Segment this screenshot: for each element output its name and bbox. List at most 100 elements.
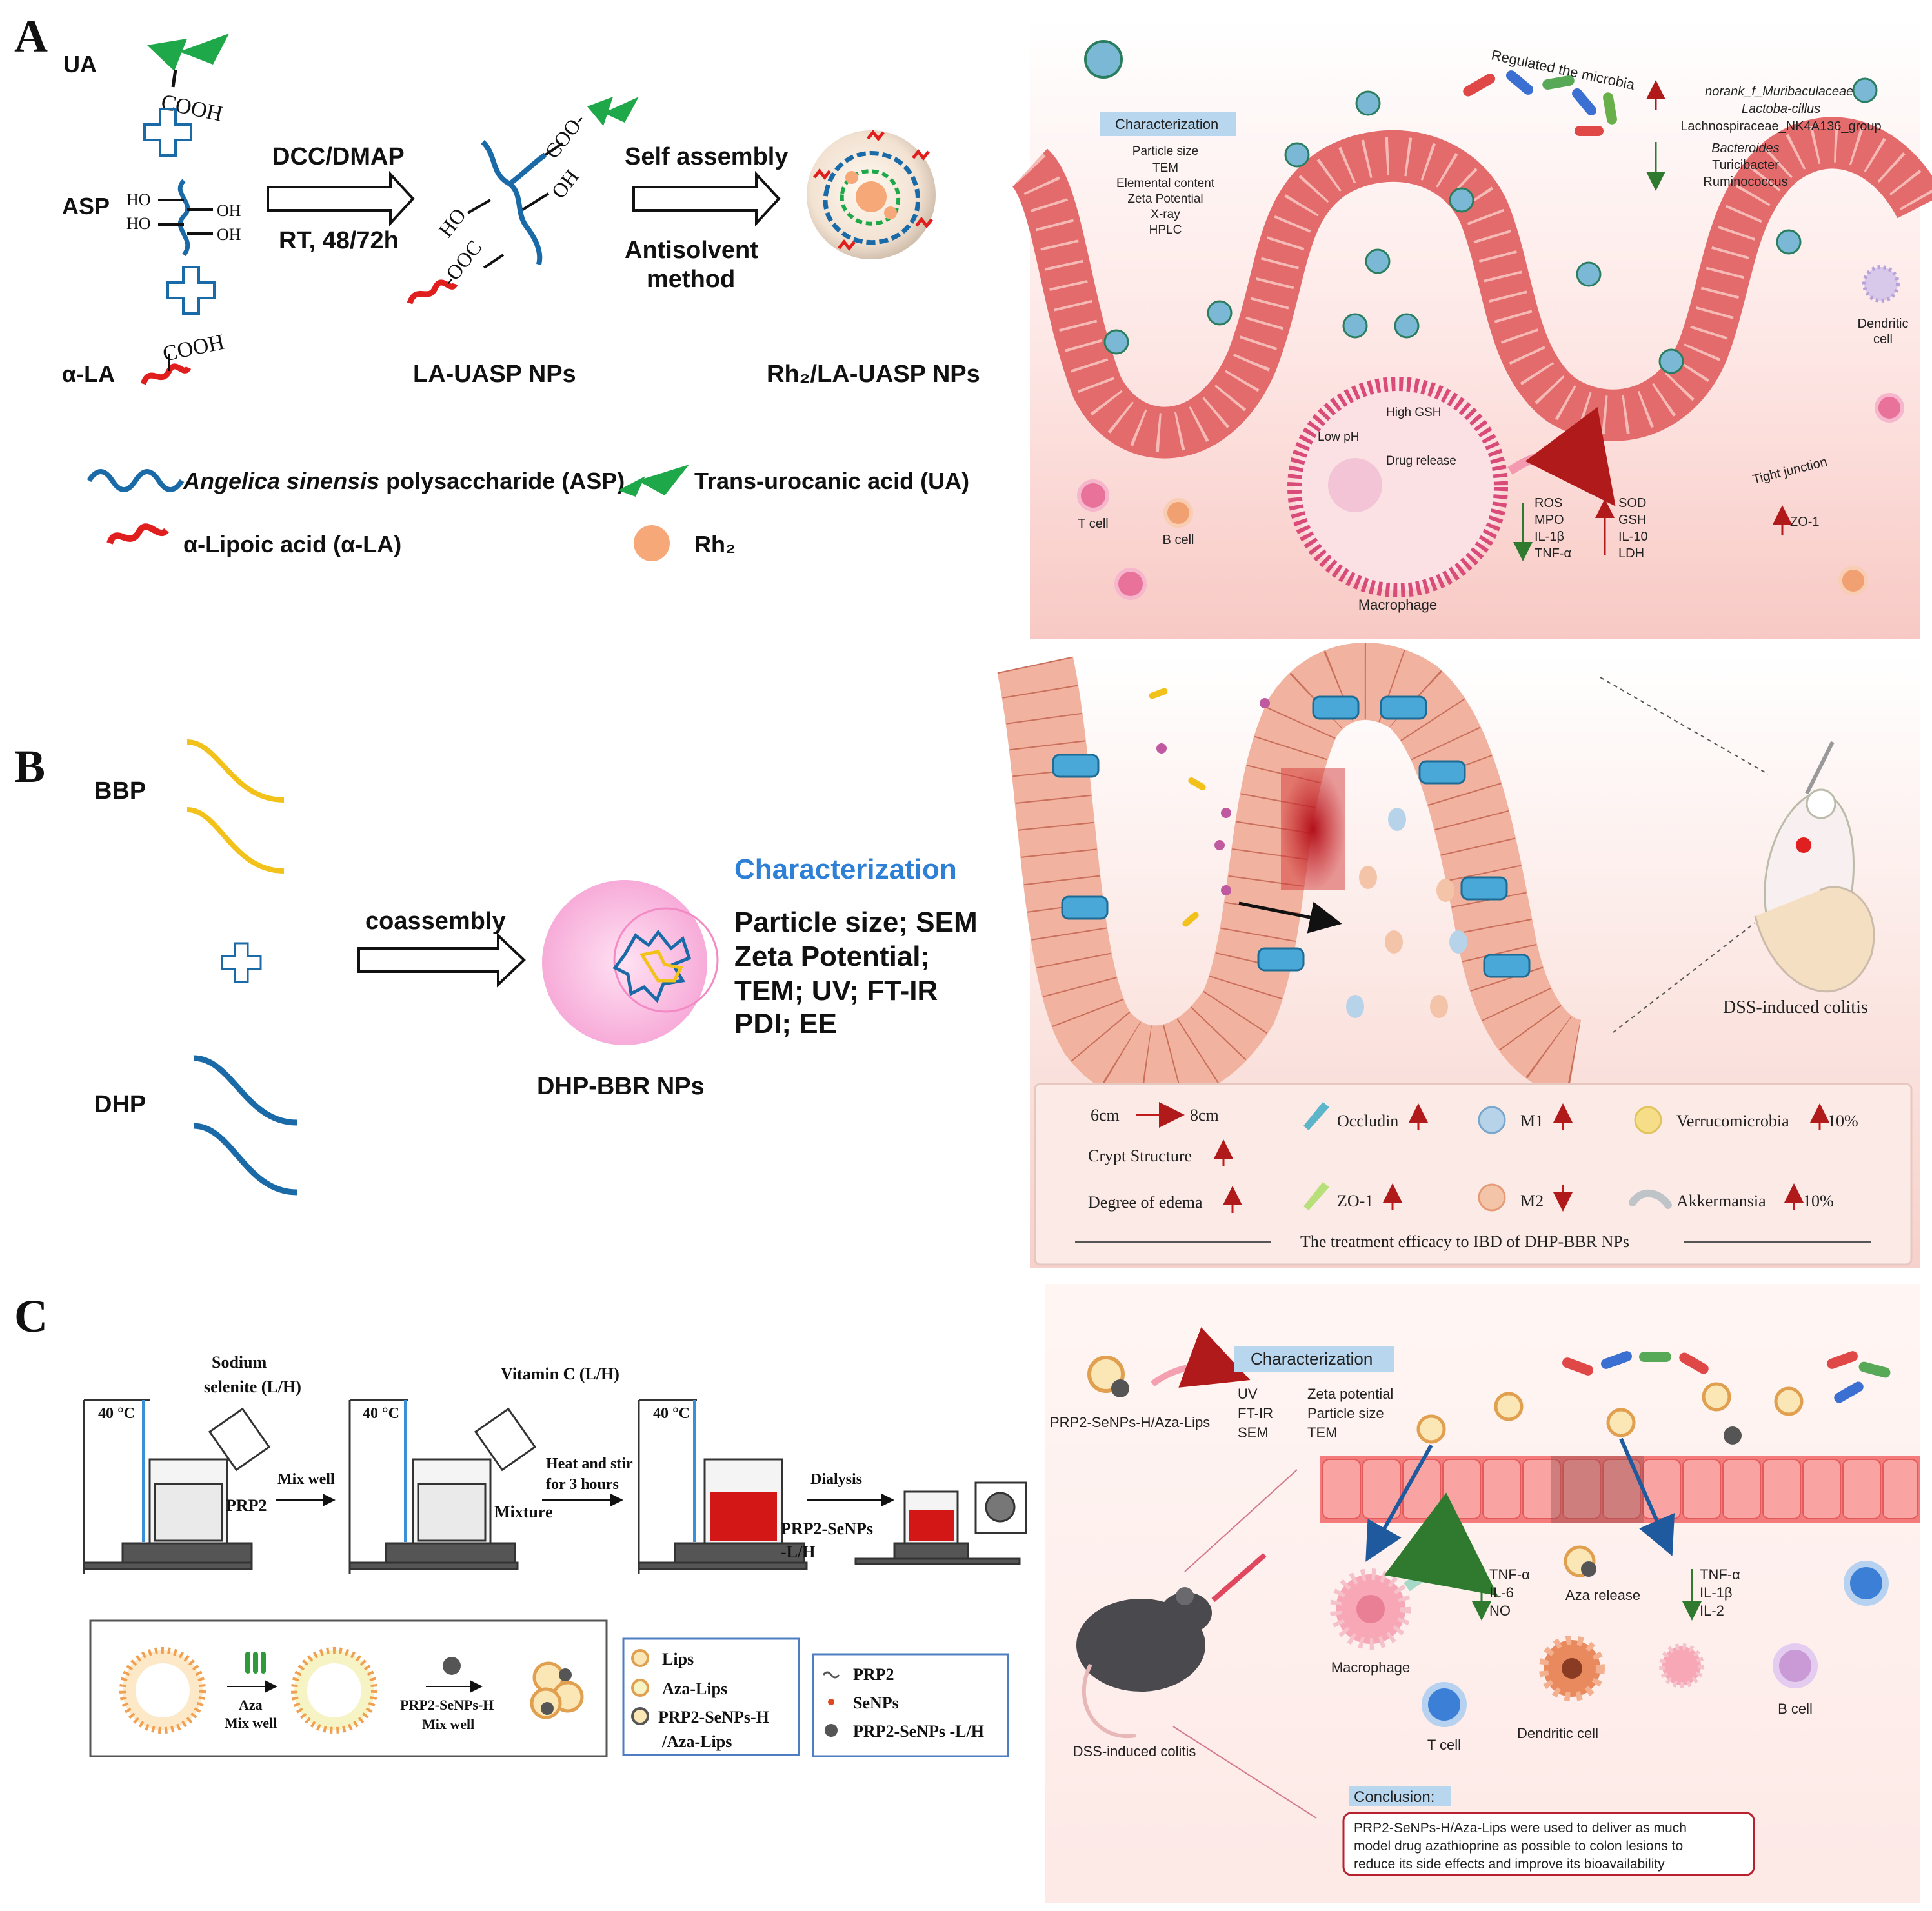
marker: TNF-α — [1700, 1566, 1740, 1583]
dendritic-label-c: Dendritic cell — [1517, 1725, 1598, 1741]
legend-prp2lh-icon — [825, 1724, 838, 1737]
struct-coo: COO- — [540, 109, 590, 163]
macrophage-icon-c — [1330, 1568, 1411, 1650]
efficacy-caption: The treatment efficacy to IBD of DHP-BBR… — [1300, 1232, 1629, 1251]
legend-prp2-label: PRP2 — [853, 1665, 894, 1684]
marker: MPO — [1535, 513, 1564, 527]
char-item: X-ray — [1151, 208, 1180, 221]
ala-label: α-LA — [62, 361, 115, 387]
markers1-list: TNF-α IL-6 NO — [1489, 1566, 1530, 1619]
asp-ho1: HO — [126, 190, 151, 209]
conclusion-box — [1342, 1812, 1755, 1876]
char-item: Particle size — [1132, 145, 1198, 158]
characterization-title-c: Characterization — [1251, 1349, 1373, 1368]
inflamed-region — [1281, 768, 1345, 890]
loaded-liposome-cluster-icon — [530, 1661, 584, 1719]
characterization-box-c — [1234, 1346, 1394, 1372]
marker: ROS — [1535, 496, 1562, 510]
marker: TNF-α — [1489, 1566, 1530, 1583]
m2-label: M2 — [1520, 1192, 1544, 1210]
legend-prp2h-label-1: PRP2-SeNPs-H — [658, 1708, 769, 1726]
mouse-injection-icon — [1754, 741, 1875, 993]
m2-macrophage-icon — [1478, 1183, 1506, 1212]
marker: IL-2 — [1700, 1603, 1724, 1619]
legend-lips-icon — [631, 1649, 649, 1667]
b-cell-icon-c — [1773, 1643, 1818, 1688]
conclusion-text: PRP2-SeNPs-H/Aza-Lips were used to deliv… — [1354, 1821, 1687, 1872]
macrophage-label-c: Macrophage — [1331, 1659, 1410, 1676]
aza-drug-icon — [245, 1652, 266, 1674]
panel-a-scheme: A UA COOH ASP HO HO OH OH α-LA COOH DCC/… — [14, 10, 980, 561]
char-line: TEM; UV; FT-IR — [734, 975, 938, 1006]
asp-ho2: HO — [126, 214, 151, 233]
conclusion-line: PRP2-SeNPs-H/Aza-Lips were used to deliv… — [1354, 1821, 1687, 1836]
microbia-up-list: norank_f_Muribaculaceae, Lactoba-cillus … — [1680, 85, 1881, 134]
legend-ua-icon — [618, 465, 689, 497]
panel-c-scheme: C Sodium selenite (L/H) 40 °C PRP2 Mix w… — [14, 1290, 1027, 1757]
efficacy-box — [1034, 1083, 1913, 1266]
legend-asp-italic: Angelica sinensis — [183, 468, 379, 494]
characterization-title-a: Characterization — [1115, 116, 1218, 132]
microbe-down: Ruminococcus — [1703, 175, 1787, 189]
mixture-label: Mixture — [494, 1503, 553, 1521]
legend-aza-lips-icon — [631, 1679, 649, 1697]
char-line: Zeta Potential; — [734, 941, 930, 972]
panel-c-letter: C — [14, 1290, 48, 1342]
zo1-label-b: ZO-1 — [1337, 1192, 1373, 1210]
cytokine-arrow — [1384, 1492, 1498, 1596]
edema-label: Degree of edema — [1088, 1193, 1203, 1212]
char-item: SEM — [1238, 1425, 1269, 1441]
dendritic-cell-icon — [1862, 265, 1900, 303]
asp-chain — [177, 179, 190, 257]
reaction-arrow-1 — [267, 170, 415, 227]
marker: SOD — [1618, 496, 1646, 510]
bacteria-cluster-a — [1463, 70, 1617, 136]
sodium-label-1: Sodium — [212, 1353, 267, 1372]
empty-liposome-icon — [119, 1647, 206, 1734]
panel-b-illustration: DSS-induced colitis 6cm 8cm Crypt Struct… — [997, 643, 1920, 1268]
bacteria-cluster-c — [1562, 1351, 1891, 1403]
mouse-icon-c — [1076, 1552, 1267, 1739]
aza-label: Aza — [239, 1697, 263, 1713]
penetration-arrow — [1238, 901, 1342, 934]
b-cell-label-c: B cell — [1778, 1701, 1813, 1717]
legend-aza-lips-label: Aza-Lips — [662, 1679, 727, 1698]
rh2-la-uasp-nps-label: Rh₂/LA-UASP NPs — [767, 361, 980, 388]
legend-rh2-icon — [634, 525, 670, 561]
prp2h-label-1: PRP2-SeNPs-H — [400, 1697, 494, 1713]
reaction-arrow-2 — [632, 170, 781, 227]
rh2-la-uasp-nanoparticle — [807, 129, 936, 259]
microbe-down: Bacteroides — [1711, 141, 1780, 155]
microbe-up: Lachnospiraceae_NK4A136_group — [1680, 119, 1881, 134]
dhp-strand-2 — [193, 1123, 297, 1196]
dss-label-c: DSS-induced colitis — [1073, 1743, 1196, 1759]
nanoparticle-dots-a — [1103, 77, 1878, 374]
characterization-col2-c: Zeta potential Particle size TEM — [1307, 1386, 1393, 1441]
char-item: Zeta Potential — [1127, 192, 1203, 206]
particles-b — [1149, 688, 1467, 1018]
panel-b-scheme: B BBP DHP coassembly DHP-BBR NPs Charact… — [14, 739, 978, 1196]
legend-asp-wave-icon — [86, 469, 185, 492]
self-assembly-label: Self assembly — [625, 143, 788, 170]
t-cell-icon — [1077, 479, 1109, 512]
asp-oh2: OH — [217, 225, 241, 244]
nanoparticles-c — [1416, 1382, 1804, 1445]
dhp-strand-1 — [193, 1055, 297, 1126]
char-item: Elemental content — [1116, 177, 1215, 190]
t-cell-label-a: T cell — [1078, 517, 1108, 531]
legend-senps-label: SeNPs — [853, 1694, 899, 1712]
legend-rh2-label: Rh₂ — [694, 531, 736, 557]
immune-cell-icon — [1114, 568, 1147, 600]
struct-ooc: -OOC — [437, 236, 487, 290]
b-cell-label-a: B cell — [1163, 533, 1194, 547]
prp2h-label-2: Mix well — [422, 1716, 474, 1732]
nanoparticle-icon — [1084, 40, 1123, 79]
legend-prp2h-label-2: /Aza-Lips — [661, 1732, 732, 1751]
char-line: Particle size; SEM — [734, 906, 978, 938]
characterization-title-b: Characterization — [734, 854, 957, 885]
blue-immune-cell-icon — [1844, 1561, 1889, 1606]
t-cell-label-c: T cell — [1427, 1737, 1461, 1753]
prp2-senps-label-1: PRP2-SeNPs — [781, 1519, 873, 1538]
struct-ho: HO — [434, 204, 470, 242]
senps-cluster-icon — [443, 1657, 461, 1675]
